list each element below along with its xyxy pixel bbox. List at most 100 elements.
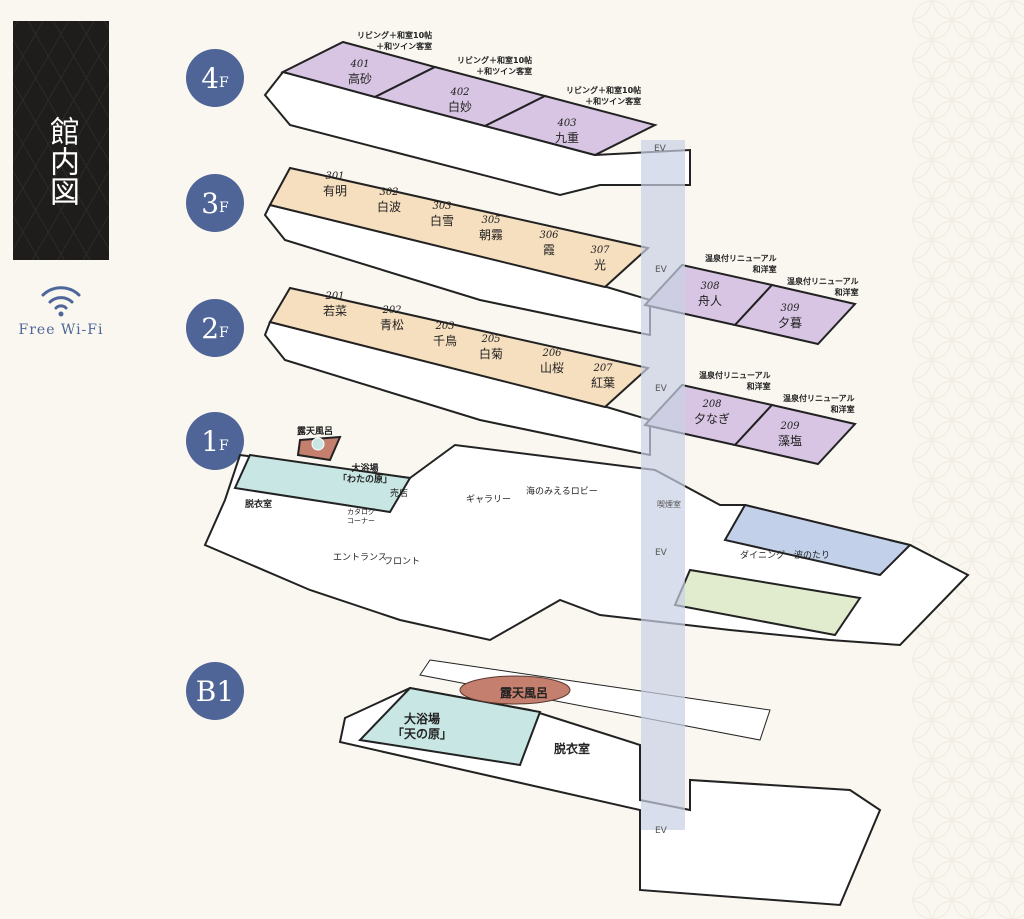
room-number: 209 <box>780 421 800 432</box>
floor-unit: F <box>219 75 229 91</box>
label-line: 「わたの原」 <box>338 475 393 485</box>
label-changing-b1: 脱衣室 <box>554 742 591 756</box>
room-number: 208 <box>702 399 722 410</box>
label-bath-b1: 大浴場「天の原」 <box>392 712 452 742</box>
room-name: 白波 <box>376 200 401 214</box>
room-label-208[interactable]: 208 夕なぎ <box>687 398 737 426</box>
room-number: 402 <box>450 87 470 98</box>
room-number: 308 <box>700 281 720 292</box>
room-label-209[interactable]: 209 藻塩 <box>765 420 815 448</box>
room-label-308[interactable]: 308 舟人 <box>685 280 735 308</box>
renewal-note-308: 温泉付リニューアル和洋室 <box>705 253 777 275</box>
room-number: 305 <box>481 215 501 226</box>
room-name: 有明 <box>322 184 347 198</box>
room-name: 山桜 <box>539 361 564 375</box>
renewal-note-209: 温泉付リニューアル和洋室 <box>783 393 855 415</box>
floor-number: 3 <box>201 186 220 220</box>
room-name: 藻塩 <box>777 434 802 448</box>
note-line: 和洋室 <box>834 288 859 297</box>
room-name: 千鳥 <box>432 334 457 348</box>
note-line: 和洋室 <box>746 382 771 391</box>
outdoor-bath-b1 <box>459 675 571 705</box>
label-line: カタログ <box>347 508 375 516</box>
floor-3f-rooms <box>268 166 651 289</box>
floor-unit: F <box>219 200 229 216</box>
room-label-401[interactable]: 401 高砂 <box>335 58 385 86</box>
room-label-205[interactable]: 205 白菊 <box>466 333 516 361</box>
label-entrance: エントランス <box>333 553 387 563</box>
label-outdoor-bath-b1: 露天風呂 <box>500 686 549 700</box>
note-line: ＋和ツイン客室 <box>476 67 533 76</box>
room-label-302[interactable]: 302 白波 <box>364 186 414 214</box>
label-front: フロント <box>384 557 421 567</box>
room-number: 201 <box>325 291 345 302</box>
floor-number: 4 <box>201 61 220 95</box>
title-panel: 館内図 <box>13 21 109 260</box>
room-label-206[interactable]: 206 山桜 <box>527 347 577 375</box>
floor-number: 1 <box>201 424 220 458</box>
note-line: 温泉付リニューアル <box>783 394 855 403</box>
floor-number: 2 <box>201 311 220 345</box>
floor-badge-b1[interactable]: B1 <box>186 662 244 720</box>
suite-note-401: リビング＋和室10帖＋和ツイン客室 <box>357 30 432 52</box>
note-line: 温泉付リニューアル <box>787 277 859 286</box>
note-line: 和洋室 <box>830 405 855 414</box>
room-label-201[interactable]: 201 若菜 <box>310 290 360 318</box>
room-number: 206 <box>542 348 562 359</box>
label-outdoor-bath-1f: 露天風呂 <box>297 427 334 437</box>
note-line: 和洋室 <box>752 265 777 274</box>
room-name: 舟人 <box>697 294 722 308</box>
floor-3f-corridor <box>263 203 651 337</box>
room-name: 夕なぎ <box>693 412 730 426</box>
label-line: 「天の原」 <box>392 727 453 741</box>
room-name: 光 <box>593 258 606 272</box>
label-lobby: 海のみえるロビー <box>526 487 598 497</box>
label-line: コーナー <box>347 517 375 525</box>
note-line: ＋和ツイン客室 <box>376 42 433 51</box>
room-name: 紅葉 <box>590 376 615 390</box>
note-line: リビング＋和室10帖 <box>457 56 533 65</box>
room-name: 若菜 <box>322 304 347 318</box>
room-number: 303 <box>432 201 452 212</box>
room-number: 403 <box>557 118 577 129</box>
room-number: 401 <box>350 59 370 70</box>
room-name: 白菊 <box>478 347 503 361</box>
note-line: 温泉付リニューアル <box>699 371 771 380</box>
floor-number: B1 <box>195 674 235 708</box>
suite-note-403: リビング＋和室10帖＋和ツイン客室 <box>566 85 641 107</box>
room-number: 306 <box>539 230 559 241</box>
room-label-203[interactable]: 203 千鳥 <box>420 320 470 348</box>
floor-4f-corridor <box>263 70 691 197</box>
room-number: 202 <box>382 305 402 316</box>
room-number: 205 <box>481 334 501 345</box>
note-line: 温泉付リニューアル <box>705 254 777 263</box>
floor-unit: F <box>219 325 229 341</box>
room-number: 302 <box>379 187 399 198</box>
label-changing-1f: 脱衣室 <box>245 500 273 510</box>
suite-note-402: リビング＋和室10帖 ＋和ツイン客室 <box>457 55 532 77</box>
label-catalog-corner: カタログコーナー <box>347 508 375 526</box>
room-309 <box>733 283 857 346</box>
room-number: 203 <box>435 321 455 332</box>
label-line: 大浴場 <box>351 464 379 474</box>
room-name: 高砂 <box>347 72 372 86</box>
floor-2f-rooms <box>268 286 651 409</box>
dining-1f <box>723 503 912 577</box>
renewal-note-309: 温泉付リニューアル和洋室 <box>787 276 859 298</box>
